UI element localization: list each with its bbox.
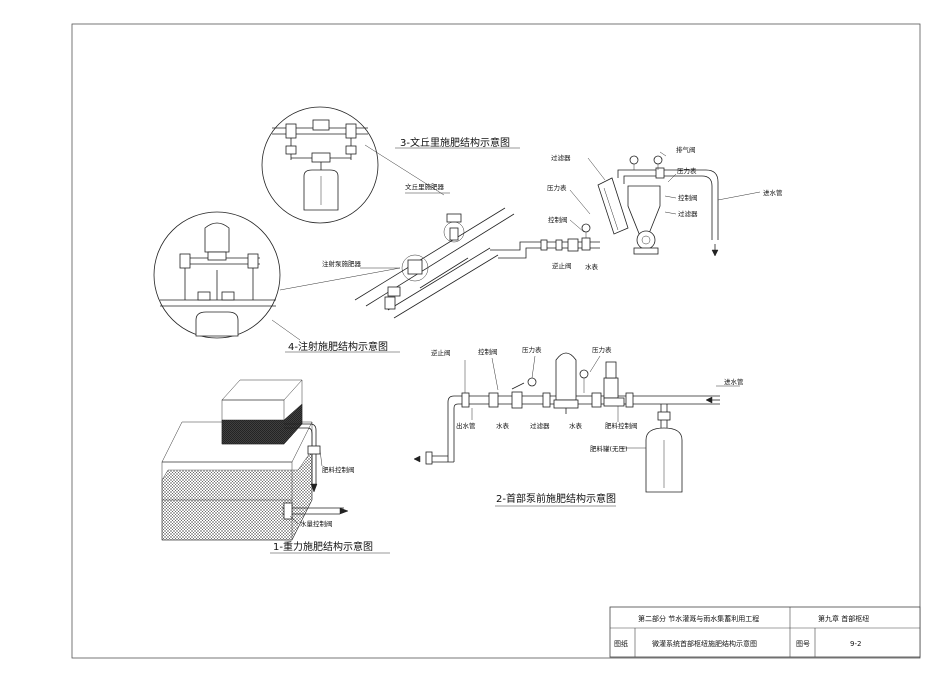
venturi-injection-diagram: 3-文丘里施肥结构示意图 文丘里施肥器 注射泵施肥器 4-注射施肥结构示意图 [153,106,520,353]
title-block: 第二部分 节水灌溉与雨水集蓄利用工程 第九章 首部枢纽 图纸 微灌系统首部枢纽施… [609,606,921,658]
pump-front-diagram: 逆止阀 控制阀 压力表 压力表 进水管 出水管 水表 过滤器 水表 肥料控制阀 … [413,345,744,507]
control-valve-1-label: 控制阀 [548,215,568,224]
water-meter-2-label-2: 水表 [569,421,583,430]
gravity-water-valve-label: 水量控制阀 [300,519,333,528]
pressure-gauge-1-label-2: 压力表 [522,345,542,354]
injector-label: 注射泵施肥器 [322,259,362,268]
venturi-device-label: 文丘里施肥器 [405,182,445,191]
venturi-zoom-circle [261,106,379,224]
title-block-drawing-title: 微灌系统首部枢纽施肥结构示意图 [652,639,757,648]
injection-title: 4-注射施肥结构示意图 [288,340,388,353]
gravity-title: 1-重力施肥结构示意图 [273,540,373,553]
water-meter-1-label-2: 水表 [496,421,510,430]
pressure-gauge-1-label: 压力表 [547,183,567,192]
venturi-title: 3-文丘里施肥结构示意图 [400,136,510,149]
fertilizer-valve-label-2: 肥料控制阀 [605,421,638,430]
venturi-device-small [443,213,465,243]
title-block-number: 9-2 [850,640,861,648]
pump-front-title: 2-首部泵前施肥结构示意图 [496,492,616,505]
injector-small [384,254,429,310]
injection-zoom-circle [153,211,281,339]
filter-1-label: 过滤器 [551,153,571,162]
pressure-gauge-2-label: 压力表 [677,166,697,175]
title-block-part: 第二部分 节水灌溉与雨水集蓄利用工程 [638,614,759,623]
venturi-pump-station: 过滤器 压力表 控制阀 逆止阀 水表 排气阀 压力表 控制阀 过滤器 进水管 [490,145,783,271]
control-valve-2-label: 控制阀 [678,193,698,202]
filter-label-2: 过滤器 [530,421,550,430]
water-meter-label: 水表 [585,262,599,271]
control-valve-label-2: 控制阀 [478,347,498,356]
pressure-gauge-2-label-2: 压力表 [592,345,612,354]
title-block-number-label: 图号 [796,640,810,648]
title-block-chapter: 第九章 首部枢纽 [818,614,869,623]
title-block-drawing-label: 图纸 [614,639,628,648]
air-valve-label: 排气阀 [676,145,696,154]
tank-label: 肥料罐(无压) [590,444,628,453]
outlet-pipe-label: 出水管 [456,421,476,430]
gravity-fertilizer-valve-label: 肥料控制阀 [322,465,355,474]
inlet-pipe-label-2: 进水管 [724,377,744,386]
drawing-border [71,23,921,659]
venturi-inlet-label: 进水管 [763,188,783,197]
check-valve-label: 逆止阀 [552,261,572,270]
check-valve-label-2: 逆止阀 [431,348,451,357]
gravity-diagram: 肥料控制阀 水量控制阀 1-重力施肥结构示意图 [161,379,390,554]
filter-2-label: 过滤器 [678,209,698,218]
